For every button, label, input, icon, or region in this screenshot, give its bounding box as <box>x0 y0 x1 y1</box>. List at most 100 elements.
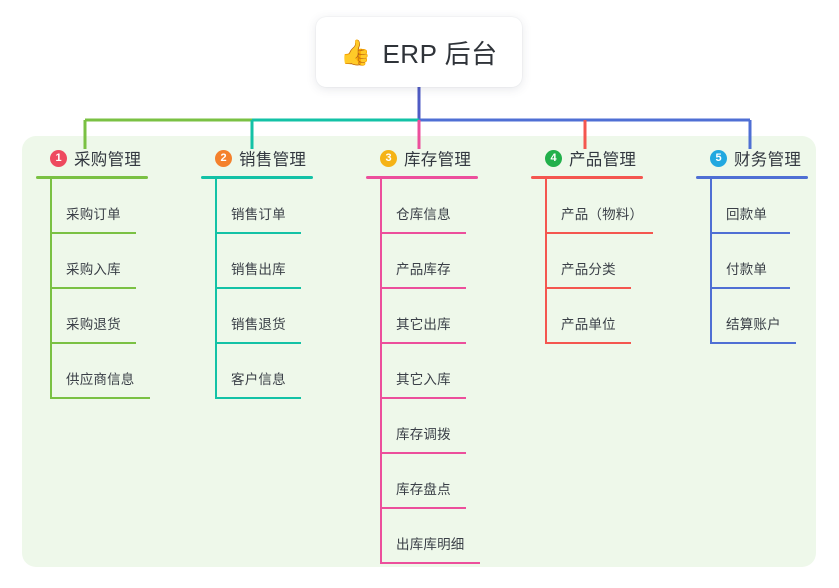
branch-title-rule <box>531 176 643 179</box>
branch-item-rule <box>382 342 466 344</box>
branch-item-label: 销售退货 <box>231 317 286 332</box>
branch-item-label: 客户信息 <box>231 372 286 387</box>
branch-stem-line <box>545 179 547 344</box>
branch-item[interactable]: 付款单 <box>710 234 836 289</box>
branch-item-rule <box>217 397 301 399</box>
branch-column-5[interactable]: 5 财务管理回款单付款单结算账户 <box>696 145 836 344</box>
branch-item-rule <box>547 232 653 234</box>
branch-item-label: 销售出库 <box>231 262 286 277</box>
branch-number-badge: 2 <box>215 149 232 167</box>
branch-item[interactable]: 仓库信息 <box>380 179 516 234</box>
branch-stem-line <box>50 179 52 399</box>
branch-item-rule <box>382 287 466 289</box>
branch-title: 库存管理 <box>404 151 472 169</box>
branch-item-rule <box>382 562 480 564</box>
branch-item-rule <box>52 232 136 234</box>
branch-item-label: 付款单 <box>726 262 768 277</box>
branch-header-4[interactable]: 4 产品管理 <box>531 145 681 171</box>
branch-title-rule <box>696 176 808 179</box>
branch-item-label: 产品（物料） <box>561 207 644 222</box>
branch-item-rule <box>547 342 631 344</box>
branch-item[interactable]: 销售出库 <box>215 234 351 289</box>
branch-number-badge: 1 <box>50 149 67 167</box>
branch-item-rule <box>547 287 631 289</box>
branch-stem-line <box>710 179 712 344</box>
branch-item-label: 回款单 <box>726 207 768 222</box>
branch-item-label: 仓库信息 <box>396 207 451 222</box>
branch-item-label: 出库库明细 <box>396 537 465 552</box>
thumbs-up-icon: 👍 <box>340 38 372 67</box>
branch-stem-line <box>380 179 382 564</box>
branch-item[interactable]: 销售订单 <box>215 179 351 234</box>
branch-header-1[interactable]: 1 采购管理 <box>36 145 186 171</box>
branch-item-label: 其它入库 <box>396 372 451 387</box>
branch-item-rule <box>217 287 301 289</box>
branch-item-label: 产品单位 <box>561 317 616 332</box>
root-node-title: ERP 后台 <box>382 38 498 69</box>
branch-item-rule <box>52 287 136 289</box>
branch-column-2[interactable]: 2 销售管理销售订单销售出库销售退货客户信息 <box>201 145 351 399</box>
branch-number-badge: 4 <box>545 149 562 167</box>
branch-item[interactable]: 产品分类 <box>545 234 681 289</box>
branch-item[interactable]: 其它入库 <box>380 344 516 399</box>
branch-item[interactable]: 结算账户 <box>710 289 836 344</box>
branch-item[interactable]: 库存调拨 <box>380 399 516 454</box>
branch-title: 采购管理 <box>74 151 142 169</box>
branch-column-1[interactable]: 1 采购管理采购订单采购入库采购退货供应商信息 <box>36 145 186 399</box>
branch-item-label: 库存盘点 <box>396 482 451 497</box>
branch-stem-line <box>215 179 217 399</box>
branch-items: 销售订单销售出库销售退货客户信息 <box>201 179 351 399</box>
branch-item-label: 采购入库 <box>66 262 121 277</box>
branch-item-rule <box>712 287 790 289</box>
branch-item-label: 产品库存 <box>396 262 451 277</box>
branch-column-4[interactable]: 4 产品管理产品（物料） 产品分类产品单位 <box>531 145 681 344</box>
branch-item-rule <box>382 507 466 509</box>
branch-title-rule <box>201 176 313 179</box>
branch-item[interactable]: 供应商信息 <box>50 344 186 399</box>
branch-column-3[interactable]: 3 库存管理仓库信息产品库存其它出库其它入库库存调拨库存盘点出库库明细 <box>366 145 516 564</box>
branch-item[interactable]: 产品库存 <box>380 234 516 289</box>
branch-item-rule <box>712 232 790 234</box>
branch-header-2[interactable]: 2 销售管理 <box>201 145 351 171</box>
branch-item[interactable]: 回款单 <box>710 179 836 234</box>
branch-item-rule <box>52 342 136 344</box>
branch-item-label: 库存调拨 <box>396 427 451 442</box>
branch-item-label: 结算账户 <box>726 317 781 332</box>
branch-item-label: 其它出库 <box>396 317 451 332</box>
branch-item-rule <box>712 342 796 344</box>
branch-title: 产品管理 <box>569 151 637 169</box>
branch-item[interactable]: 客户信息 <box>215 344 351 399</box>
branches-background-panel <box>22 136 816 567</box>
branch-item[interactable]: 库存盘点 <box>380 454 516 509</box>
branch-header-5[interactable]: 5 财务管理 <box>696 145 836 171</box>
branch-number-badge: 3 <box>380 149 397 167</box>
branch-item-label: 采购订单 <box>66 207 121 222</box>
branch-item-rule <box>382 232 466 234</box>
branch-title: 财务管理 <box>734 151 802 169</box>
branch-item-label: 采购退货 <box>66 317 121 332</box>
branch-item[interactable]: 产品（物料） <box>545 179 681 234</box>
branch-item[interactable]: 采购订单 <box>50 179 186 234</box>
branch-item-rule <box>382 452 466 454</box>
branch-title: 销售管理 <box>239 151 307 169</box>
branch-items: 采购订单采购入库采购退货供应商信息 <box>36 179 186 399</box>
branch-item-label: 供应商信息 <box>66 372 135 387</box>
root-node[interactable]: 👍 ERP 后台 <box>316 17 522 87</box>
branch-item-rule <box>217 232 301 234</box>
branch-item-label: 产品分类 <box>561 262 616 277</box>
branch-item[interactable]: 其它出库 <box>380 289 516 344</box>
branch-item-label: 销售订单 <box>231 207 286 222</box>
branch-item[interactable]: 采购入库 <box>50 234 186 289</box>
branch-item[interactable]: 采购退货 <box>50 289 186 344</box>
branch-title-rule <box>36 176 148 179</box>
branch-item-rule <box>217 342 301 344</box>
branch-title-rule <box>366 176 478 179</box>
branch-number-badge: 5 <box>710 149 727 167</box>
branch-item[interactable]: 出库库明细 <box>380 509 516 564</box>
branch-items: 仓库信息产品库存其它出库其它入库库存调拨库存盘点出库库明细 <box>366 179 516 564</box>
branch-items: 产品（物料） 产品分类产品单位 <box>531 179 681 344</box>
branch-item[interactable]: 销售退货 <box>215 289 351 344</box>
branch-header-3[interactable]: 3 库存管理 <box>366 145 516 171</box>
branch-item[interactable]: 产品单位 <box>545 289 681 344</box>
